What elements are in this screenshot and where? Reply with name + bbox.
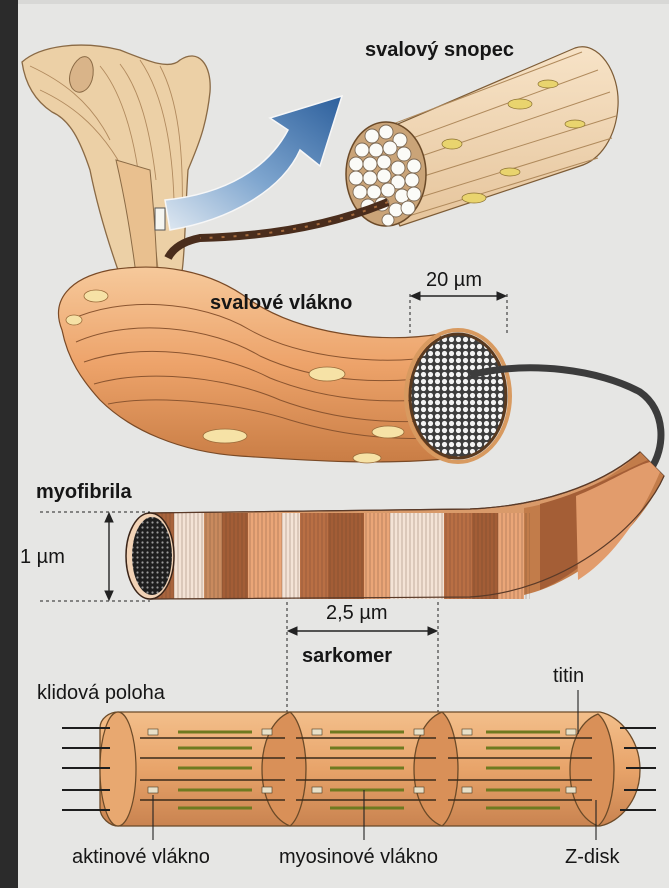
label-sarcomere-length: 2,5 µm xyxy=(326,603,388,623)
label-fascicle: svalový snopec xyxy=(365,40,514,60)
label-actin-filament: aktinové vlákno xyxy=(72,847,210,867)
label-myofibril: myofibrila xyxy=(36,482,132,502)
label-myofibril-width: 1 µm xyxy=(20,547,65,567)
label-muscle-fiber: svalové vlákno xyxy=(210,293,352,313)
label-z-disk: Z-disk xyxy=(565,847,619,867)
label-sarcomere: sarkomer xyxy=(302,646,392,666)
label-myosin-filament: myosinové vlákno xyxy=(279,847,438,867)
label-fiber-width: 20 µm xyxy=(426,270,482,290)
photo-edge-left xyxy=(0,0,18,888)
label-rest-position: klidová poloha xyxy=(37,683,165,703)
sarcomere-chain xyxy=(62,712,656,826)
label-titin: titin xyxy=(553,666,584,686)
